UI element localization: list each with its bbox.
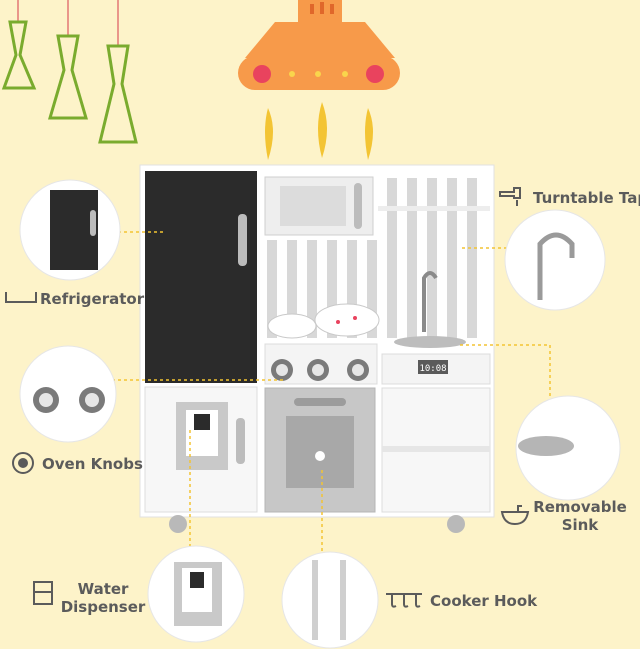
faucet-icon (499, 187, 521, 206)
detail-circles (19, 179, 621, 649)
oven-knobs-label: Oven Knobs (42, 455, 143, 473)
leader-lines (112, 231, 551, 555)
pendant-lamps (1, 0, 138, 144)
refrigerator-label: Refrigerator (40, 290, 145, 308)
clock-display: 10:08 (419, 364, 446, 374)
water-dispenser-label: Water Dispenser (60, 580, 146, 616)
dispenser-icon (33, 581, 53, 605)
fridge-shelf-icon (5, 292, 37, 303)
removable-sink-line2: Sink (561, 516, 599, 534)
water-dispenser-line2: Dispenser (60, 598, 146, 616)
range-hood (238, 0, 400, 90)
play-kitchen: 10:08 (139, 164, 495, 533)
steam-lines (265, 102, 373, 160)
hook-icon (386, 593, 422, 608)
knob-icon (12, 452, 34, 474)
removable-sink-label: Removable Sink (532, 498, 628, 534)
removable-sink-line1: Removable (533, 498, 627, 516)
cooker-hook-label: Cooker Hook (430, 592, 538, 610)
sink-icon (500, 505, 530, 526)
turntable-tap-label: Turntable Tap (533, 189, 640, 207)
water-dispenser-line1: Water (77, 580, 129, 598)
